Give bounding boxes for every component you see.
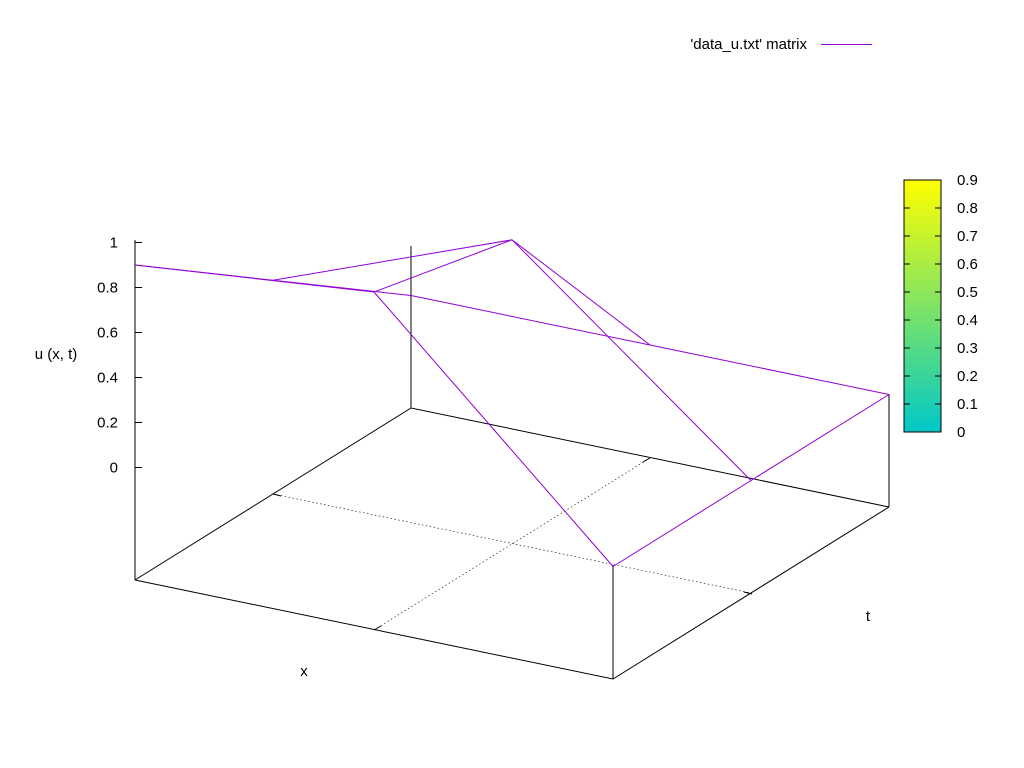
floor-grid bbox=[272, 457, 752, 631]
plot-box bbox=[134, 240, 890, 680]
grid-line-x-mid bbox=[272, 493, 752, 594]
z-axis-label: u (x, t) bbox=[35, 346, 78, 363]
surface-segment-x bbox=[511, 239, 752, 481]
colorbar-tick-label: 0.8 bbox=[957, 200, 978, 217]
colorbar-tick-label: 0.5 bbox=[957, 284, 978, 301]
colorbar: 0 0.1 0.2 0.3 0.4 0.5 0.6 0.7 0.8 0.9 bbox=[903, 172, 978, 441]
colorbar-tick-label: 0.2 bbox=[957, 368, 978, 385]
t-axis-label: t bbox=[866, 608, 871, 625]
surface-segment-x bbox=[373, 291, 614, 567]
base-floor-front bbox=[134, 506, 890, 680]
z-tick-label: 0 bbox=[110, 460, 118, 477]
surface-segment-t bbox=[373, 239, 513, 293]
z-tick-label: 0.4 bbox=[97, 370, 118, 387]
colorbar-tick-label: 0.6 bbox=[957, 256, 978, 273]
colorbar-tick-label: 0.9 bbox=[957, 172, 978, 189]
x-axis-label: x bbox=[300, 663, 308, 680]
surface-segment-x bbox=[272, 239, 513, 281]
surface-mesh bbox=[134, 239, 890, 567]
base-floor-back bbox=[134, 407, 890, 581]
legend-label: 'data_u.txt' matrix bbox=[690, 36, 807, 53]
grid-line-t-mid bbox=[373, 457, 651, 631]
z-tick-label: 0.2 bbox=[97, 415, 118, 432]
z-axis-ticks: 0 0.2 0.4 0.6 0.8 1 bbox=[97, 235, 142, 477]
colorbar-tick-label: 0.4 bbox=[957, 312, 978, 329]
surface-segment-t bbox=[612, 480, 752, 567]
surface-segment-t bbox=[272, 279, 412, 296]
colorbar-tick-label: 0 bbox=[957, 424, 965, 441]
colorbar-ticks: 0 0.1 0.2 0.3 0.4 0.5 0.6 0.7 0.8 0.9 bbox=[904, 172, 978, 441]
colorbar-tick-label: 0.7 bbox=[957, 228, 978, 245]
surface-segment-x bbox=[410, 295, 651, 346]
t-axis-mid-tick bbox=[743, 591, 753, 595]
colorbar-tick-label: 0.1 bbox=[957, 396, 978, 413]
z-tick-label: 0.6 bbox=[97, 325, 118, 342]
z-tick-label: 1 bbox=[110, 235, 118, 252]
z-tick-label: 0.8 bbox=[97, 280, 118, 297]
surface-segment-t bbox=[134, 264, 274, 281]
colorbar-gradient bbox=[903, 179, 942, 433]
surface-segment-x bbox=[649, 344, 890, 395]
surface-segment-t bbox=[750, 394, 890, 481]
colorbar-tick-label: 0.3 bbox=[957, 340, 978, 357]
surface-segment-t bbox=[511, 239, 651, 346]
